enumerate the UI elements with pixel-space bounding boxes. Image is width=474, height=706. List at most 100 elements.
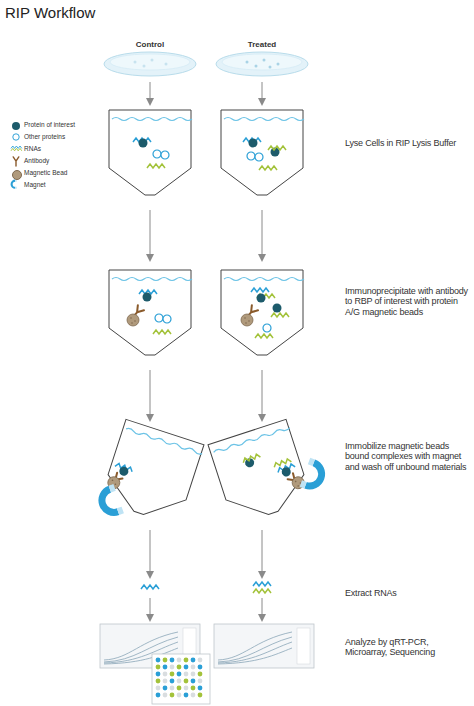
microarray-grid bbox=[184, 693, 189, 698]
microarray-grid bbox=[156, 658, 161, 663]
flow-arrow bbox=[150, 530, 151, 575]
lysis-tube bbox=[153, 150, 161, 158]
qpcr-plot bbox=[218, 632, 292, 664]
microarray-grid bbox=[184, 679, 189, 684]
ip-tube bbox=[109, 270, 192, 355]
column-heading: Treated bbox=[232, 40, 292, 49]
ip-tube bbox=[257, 294, 266, 303]
ip-tube bbox=[221, 270, 304, 355]
lysis-tube bbox=[109, 110, 192, 195]
microarray-grid bbox=[163, 672, 168, 677]
microarray-grid bbox=[156, 658, 203, 698]
ip-tube bbox=[255, 334, 273, 338]
microarray-grid bbox=[152, 654, 210, 704]
step-label: Immunoprecipitate with antibody to RBP o… bbox=[345, 286, 469, 317]
cell-dishes bbox=[104, 52, 196, 76]
cell-dishes bbox=[255, 65, 258, 68]
microarray-grid bbox=[191, 665, 196, 670]
legend-icon bbox=[12, 181, 17, 188]
legend-icon bbox=[11, 146, 22, 151]
microarray-grid bbox=[156, 693, 161, 698]
qpcr-plot bbox=[297, 628, 310, 664]
cell-dishes bbox=[143, 65, 146, 68]
microarray-grid bbox=[170, 665, 175, 670]
legend-text: Magnet bbox=[24, 181, 46, 188]
legend-text: Antibody bbox=[24, 157, 49, 164]
flow-arrow bbox=[150, 370, 151, 418]
qpcr-plot bbox=[100, 624, 200, 668]
column-heading: Control bbox=[120, 40, 180, 49]
microarray-grid bbox=[170, 693, 175, 698]
microarray-grid bbox=[198, 686, 203, 691]
lysis-tube bbox=[147, 164, 165, 168]
microarray-grid bbox=[184, 658, 189, 663]
legend-icon bbox=[11, 148, 22, 150]
extracted-rna bbox=[253, 582, 271, 586]
step-label: Lyse Cells in RIP Lysis Buffer bbox=[345, 138, 465, 148]
microarray-grid bbox=[170, 658, 175, 663]
ip-tube bbox=[271, 313, 289, 317]
ip-tube bbox=[251, 288, 269, 292]
magnet-tube bbox=[208, 419, 313, 525]
lysis-tube bbox=[221, 110, 304, 195]
microarray-grid bbox=[163, 665, 168, 670]
legend-swatch bbox=[12, 170, 22, 180]
lysis-tube bbox=[259, 166, 277, 170]
ip-tube bbox=[109, 270, 192, 355]
microarray-grid bbox=[163, 686, 168, 691]
ip-tube bbox=[143, 293, 152, 302]
magnet-tube bbox=[281, 466, 292, 477]
microarray-grid bbox=[184, 672, 189, 677]
lysis-tube bbox=[249, 139, 258, 148]
microarray-grid bbox=[156, 658, 203, 698]
microarray-grid bbox=[170, 686, 175, 691]
microarray-grid bbox=[191, 686, 196, 691]
magnet bbox=[301, 461, 325, 489]
microarray-grid bbox=[177, 665, 182, 670]
lysis-tube bbox=[221, 110, 304, 195]
magnet bbox=[301, 461, 325, 489]
ip-tube bbox=[127, 314, 139, 326]
flow-arrow bbox=[150, 210, 151, 258]
legend-icon bbox=[13, 157, 19, 166]
microarray-grid bbox=[156, 672, 161, 677]
flow-arrow bbox=[262, 370, 263, 418]
cell-dishes bbox=[216, 52, 308, 76]
microarray-grid bbox=[177, 693, 182, 698]
legend-icon bbox=[12, 181, 17, 188]
legend-swatch bbox=[12, 122, 20, 130]
lysis-tube bbox=[139, 139, 148, 148]
lysis-tube bbox=[255, 153, 263, 161]
microarray-grid bbox=[156, 686, 161, 691]
magnet bbox=[99, 487, 123, 515]
step-label: Analyze by qRT-PCR, Microarray, Sequenci… bbox=[345, 637, 465, 658]
microarray-grid bbox=[177, 658, 182, 663]
microarray-grid bbox=[184, 686, 189, 691]
microarray-grid bbox=[198, 679, 203, 684]
microarray-grid bbox=[177, 686, 182, 691]
legend-icon bbox=[13, 134, 19, 140]
cell-dishes bbox=[277, 63, 280, 66]
step-label: Immobilize magnetic beads bound complexe… bbox=[345, 441, 469, 472]
cell-dishes bbox=[263, 59, 266, 62]
magnet-tube bbox=[273, 458, 291, 467]
legend-text: Other proteins bbox=[24, 133, 65, 140]
microarray-grid bbox=[198, 665, 203, 670]
ip-tube bbox=[221, 270, 304, 355]
magnet-tube bbox=[208, 419, 313, 525]
lysis-tube bbox=[109, 110, 192, 195]
lysis-tube bbox=[161, 151, 169, 159]
microarray-grid bbox=[163, 658, 168, 663]
qpcr-plot bbox=[104, 632, 178, 664]
flow-arrow bbox=[262, 598, 263, 618]
magnet bbox=[99, 487, 123, 515]
microarray-grid bbox=[170, 679, 175, 684]
ip-tube bbox=[153, 330, 171, 334]
flow-arrow bbox=[150, 598, 151, 618]
cell-dishes bbox=[151, 59, 154, 62]
microarray-grid bbox=[198, 658, 203, 663]
lysis-tube bbox=[268, 146, 286, 150]
microarray-grid bbox=[191, 693, 196, 698]
